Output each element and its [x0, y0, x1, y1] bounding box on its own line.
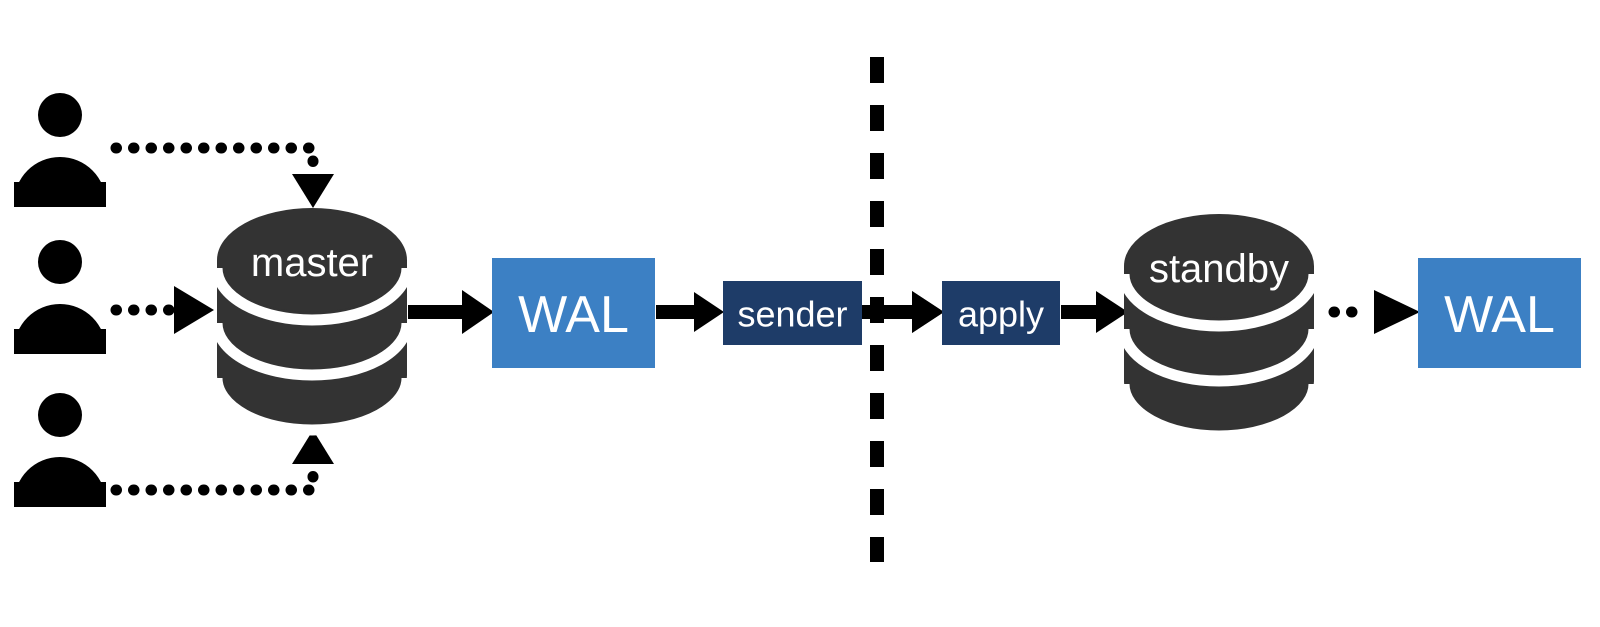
arrowhead-right — [1374, 290, 1420, 334]
apply-box[interactable]: apply — [942, 281, 1060, 345]
apply-rect — [942, 281, 1060, 345]
arrowhead-right — [462, 290, 494, 334]
master-database-cylinder[interactable]: master — [211, 208, 413, 436]
standby-label: standby — [1149, 247, 1289, 291]
client-head-icon — [38, 240, 82, 284]
arrowhead-right — [1096, 291, 1128, 333]
sender-label: sender — [737, 294, 847, 335]
apply-label: apply — [958, 294, 1044, 335]
sender-box[interactable]: sender — [723, 281, 862, 345]
sender-rect — [723, 281, 862, 345]
arrowhead-up — [292, 430, 334, 464]
wal-primary-rect — [492, 258, 655, 368]
client-top[interactable] — [14, 93, 106, 207]
arrowhead-right — [174, 286, 214, 334]
connector-client-middle-to-master — [110, 286, 214, 334]
client-middle[interactable] — [14, 240, 106, 354]
arrowhead-right-overlay — [912, 291, 944, 333]
wal-standby-rect — [1418, 258, 1581, 368]
arrowhead-down — [292, 174, 334, 208]
standby-database-cylinder[interactable]: standby — [1118, 214, 1320, 442]
dotted-path — [110, 460, 319, 496]
connector-master-to-wal — [408, 290, 494, 334]
cylinder-top — [1124, 214, 1314, 318]
connector-wal-to-sender — [656, 292, 724, 332]
connector-client-top-to-master — [110, 142, 334, 208]
wal-standby-label: WAL — [1444, 286, 1555, 344]
cylinder-band-1 — [211, 267, 413, 326]
cylinder-band-1 — [1118, 273, 1320, 332]
client-bottom[interactable] — [14, 393, 106, 507]
client-head-icon — [38, 393, 82, 437]
cylinder-band-2 — [1118, 328, 1320, 387]
dotted-path — [110, 142, 319, 178]
client-body-base — [14, 182, 106, 207]
cylinder-band-2 — [211, 322, 413, 381]
connector-standby-to-wal — [1328, 290, 1420, 334]
cylinder-band-3 — [211, 377, 413, 436]
connector-client-bottom-to-master — [110, 430, 334, 496]
wal-standby-box[interactable]: WAL — [1418, 258, 1581, 368]
client-body-base — [14, 482, 106, 507]
client-head-icon — [38, 93, 82, 137]
connector-apply-to-standby — [1061, 291, 1128, 333]
cylinder-top — [217, 208, 407, 312]
wal-primary-box[interactable]: WAL — [492, 258, 655, 368]
cylinder-band-3 — [1118, 383, 1320, 442]
client-body-base — [14, 329, 106, 354]
wal-primary-label: WAL — [518, 286, 629, 344]
connector-sender-to-apply-overlay — [862, 291, 944, 333]
arrowhead-right — [694, 292, 724, 332]
master-label: master — [251, 241, 373, 285]
